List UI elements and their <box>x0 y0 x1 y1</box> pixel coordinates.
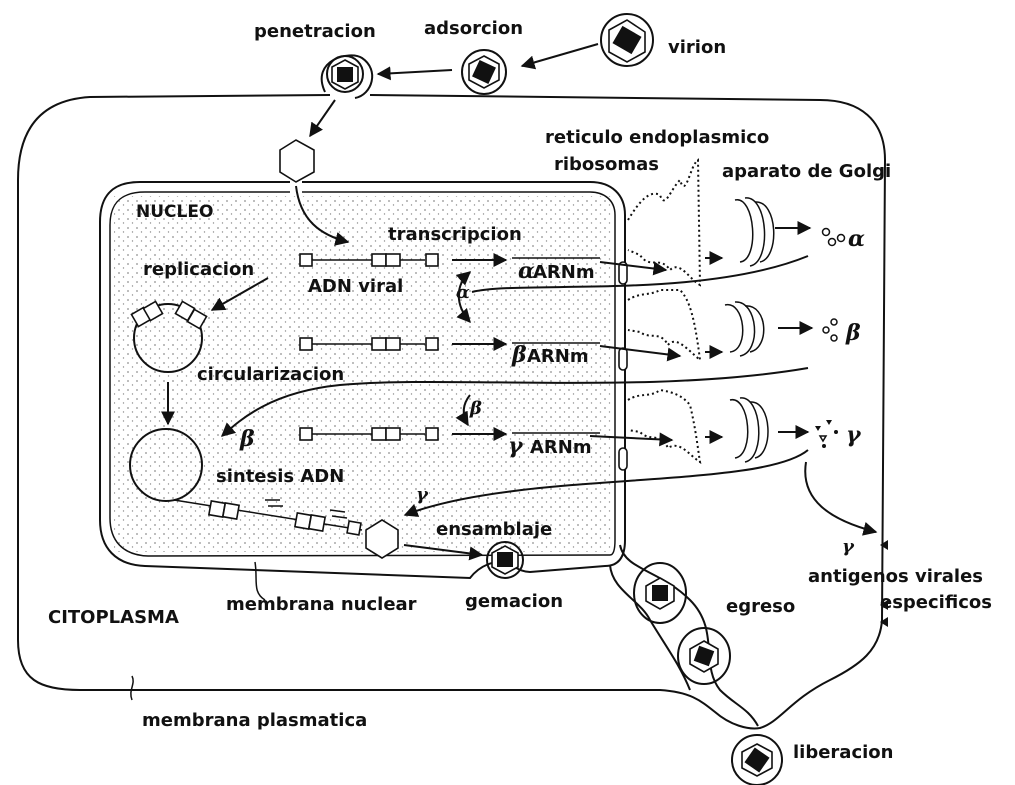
penetration-virion-icon <box>322 55 373 98</box>
greek-gamma-product: γ <box>846 422 862 448</box>
label-citoplasma: CITOPLASMA <box>48 607 179 628</box>
greek-gamma-mrna: γ <box>508 433 524 459</box>
virion-icon <box>601 14 653 66</box>
egress-virion-1 <box>634 563 686 623</box>
beta-proteins <box>823 319 837 341</box>
label-ribosomas: ribosomas <box>554 154 659 175</box>
budding-virion-icon <box>487 542 523 578</box>
label-sintesis: sintesis ADN <box>216 466 344 487</box>
label-reticulo: reticulo endoplasmico <box>545 127 769 148</box>
label-gemacion: gemacion <box>465 591 563 612</box>
label-nucleo: NUCLEO <box>136 202 213 222</box>
golgi-apparatus <box>725 198 774 462</box>
label-egreso: egreso <box>726 596 795 617</box>
nucleoplasm-stipple <box>114 196 612 552</box>
gamma-proteins <box>815 420 838 448</box>
label-golgi: aparato de Golgi <box>722 161 891 182</box>
endoplasmic-reticulum <box>628 160 700 462</box>
label-circularizacion: circularizacion <box>197 364 344 385</box>
greek-gamma-membrane: γ <box>842 536 855 557</box>
label-ensamblaje: ensamblaje <box>436 519 552 540</box>
label-liberacion: liberacion <box>793 742 893 763</box>
label-arnm-gamma: ARNm <box>530 437 592 458</box>
greek-beta-loop: β <box>469 398 482 419</box>
label-adn-viral: ADN viral <box>308 276 403 297</box>
label-arnm-beta: ARNm <box>527 346 589 367</box>
alpha-proteins <box>823 229 845 246</box>
adsorption-virion-icon <box>462 50 506 94</box>
label-antigenos-1: antigenos virales <box>808 566 983 587</box>
greek-alpha-loop: α <box>456 282 470 303</box>
greek-beta-product: β <box>845 320 861 346</box>
greek-alpha-product: α <box>848 226 865 252</box>
greek-beta-circle: β <box>239 426 255 452</box>
released-virion-icon <box>732 735 782 785</box>
label-antigenos-2: especificos <box>880 592 992 613</box>
label-adsorcion: adsorcion <box>424 18 523 39</box>
label-replicacion: replicacion <box>143 259 254 280</box>
label-penetracion: penetracion <box>254 21 376 42</box>
capsid-hexagon <box>280 140 314 182</box>
label-transcripcion: transcripcion <box>388 224 522 245</box>
label-virion: virion <box>668 37 726 58</box>
label-arnm-alpha: ARNm <box>533 262 595 283</box>
label-membrana-plasmatica: membrana plasmatica <box>142 710 367 731</box>
label-membrana-nuclear: membrana nuclear <box>226 594 417 615</box>
greek-gamma-loop: γ <box>416 484 429 505</box>
egress-virion-2 <box>678 628 730 684</box>
greek-beta-mrna: β <box>511 342 527 368</box>
